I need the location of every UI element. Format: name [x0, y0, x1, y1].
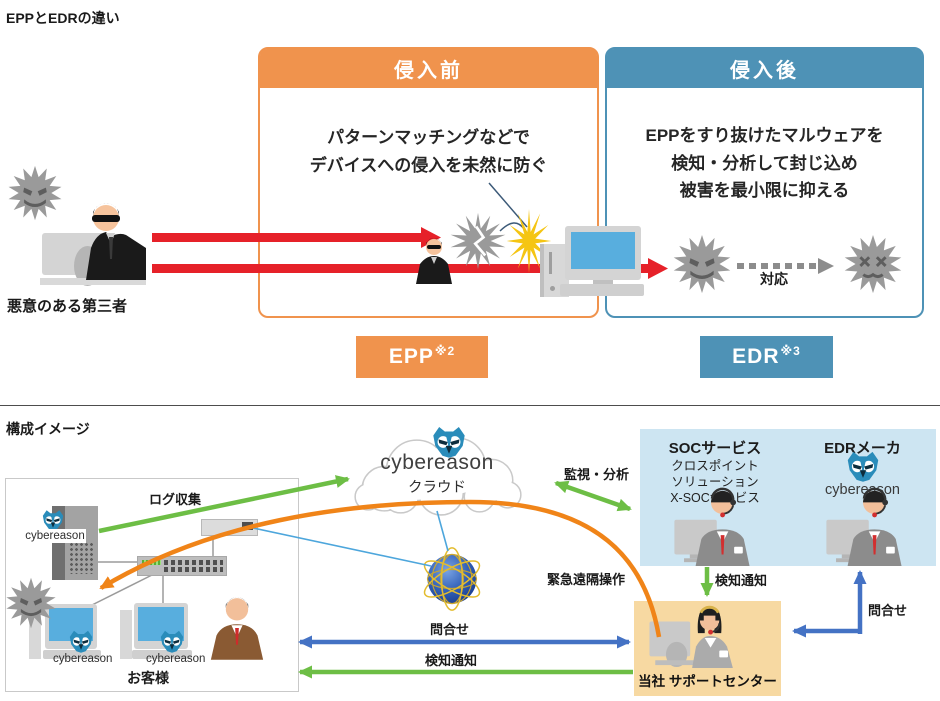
cybereason-owl-icon	[69, 630, 93, 653]
cloud-name-label: クラウド	[408, 480, 466, 496]
panel-after-header: 侵入後	[607, 49, 922, 88]
malware-contained-icon	[844, 234, 902, 294]
emergency-remote-label: 緊急遠隔操作	[547, 572, 626, 587]
section-divider	[0, 405, 940, 406]
customer-label: お客様	[127, 670, 169, 686]
attacker-person-icon	[86, 203, 146, 280]
support-operator-icon	[649, 605, 733, 668]
endpoint-keyboard	[560, 284, 644, 296]
cybereason-owl-icon	[42, 510, 64, 531]
switch-icon	[137, 556, 227, 576]
monitor-analysis-label: 監視・分析	[564, 467, 630, 482]
before-body-line1: パターンマッチングなどで	[327, 128, 530, 147]
page-title: EPPとEDRの違い	[6, 10, 120, 26]
edr-title: EDRメーカ	[824, 440, 901, 457]
impact-burst-icon	[506, 209, 552, 273]
malware-active-icon	[673, 234, 731, 294]
log-collection-label: ログ収集	[149, 492, 202, 507]
attacker-desk	[40, 278, 146, 285]
edr-tag: EDR※3	[700, 336, 833, 378]
after-body-line2: 検知・分析して封じ込め	[671, 153, 858, 173]
guard-person-icon	[416, 238, 452, 284]
epp-note: ※2	[434, 344, 456, 358]
response-label: 対応	[760, 271, 788, 287]
pc2-keyboard	[132, 650, 192, 659]
server-brand-label: cybereason	[24, 529, 86, 543]
soc-title: SOCサービス	[668, 440, 762, 457]
soc-line1: クロスポイント	[671, 459, 759, 473]
cybereason-owl-icon	[433, 426, 465, 458]
panel-after-body: EPPをすり抜けたマルウェアを 検知・分析して封じ込め 被害を最小限に抑える	[607, 88, 922, 205]
cloud-to-internet-line	[436, 510, 449, 552]
virus-icon	[8, 165, 62, 221]
epp-label: EPP	[388, 345, 434, 368]
soc-line2: ソリューション	[671, 475, 759, 489]
inquiry-bottom-label: 問合せ	[430, 622, 470, 637]
inquiry-right-label: 問合せ	[868, 603, 908, 618]
pc1-brand-label: cybereason	[53, 653, 113, 665]
endpoint-monitor-stand	[593, 280, 613, 285]
cybereason-owl-icon	[847, 451, 879, 482]
internet-globe-icon	[423, 547, 481, 611]
customer-person-icon	[210, 597, 264, 660]
endpoint-monitor	[565, 226, 641, 280]
panel-before-title: 侵入前	[394, 60, 463, 82]
virus-icon	[6, 577, 56, 629]
panel-before-body: パターンマッチングなどで デバイスへの侵入を未然に防ぐ	[260, 88, 597, 179]
edr-note: ※3	[780, 344, 801, 358]
after-body-line3: 被害を最小限に抑える	[679, 181, 850, 201]
panel-after-title: 侵入後	[730, 60, 799, 82]
section-title: 構成イメージ	[6, 421, 90, 437]
detect-notify-bottom-label: 検知通知	[425, 653, 478, 668]
soc-operator-icon	[674, 487, 750, 566]
edr-label: EDR	[732, 345, 780, 368]
router-icon	[201, 519, 258, 536]
support-center-label: 当社 サポートセンター	[638, 674, 777, 689]
blocked-malware-burst-icon	[450, 212, 506, 270]
pc1-keyboard	[43, 650, 101, 659]
attacker-label: 悪意のある第三者	[7, 298, 128, 315]
pc2-brand-label: cybereason	[146, 653, 206, 665]
panel-before-header: 侵入前	[260, 49, 597, 88]
monitor-analysis-arrow	[554, 480, 632, 512]
edr-operator-icon	[826, 487, 902, 566]
after-body-line1: EPPをすり抜けたマルウェアを	[645, 126, 884, 145]
epp-tag: EPP※2	[356, 336, 488, 378]
cloud-brand-label: cybereason	[380, 451, 494, 474]
pc2-tower	[120, 610, 132, 659]
before-body-line2: デバイスへの侵入を未然に防ぐ	[309, 155, 548, 175]
detect-notify-right-label: 検知通知	[715, 573, 768, 588]
cybereason-owl-icon	[160, 630, 184, 653]
